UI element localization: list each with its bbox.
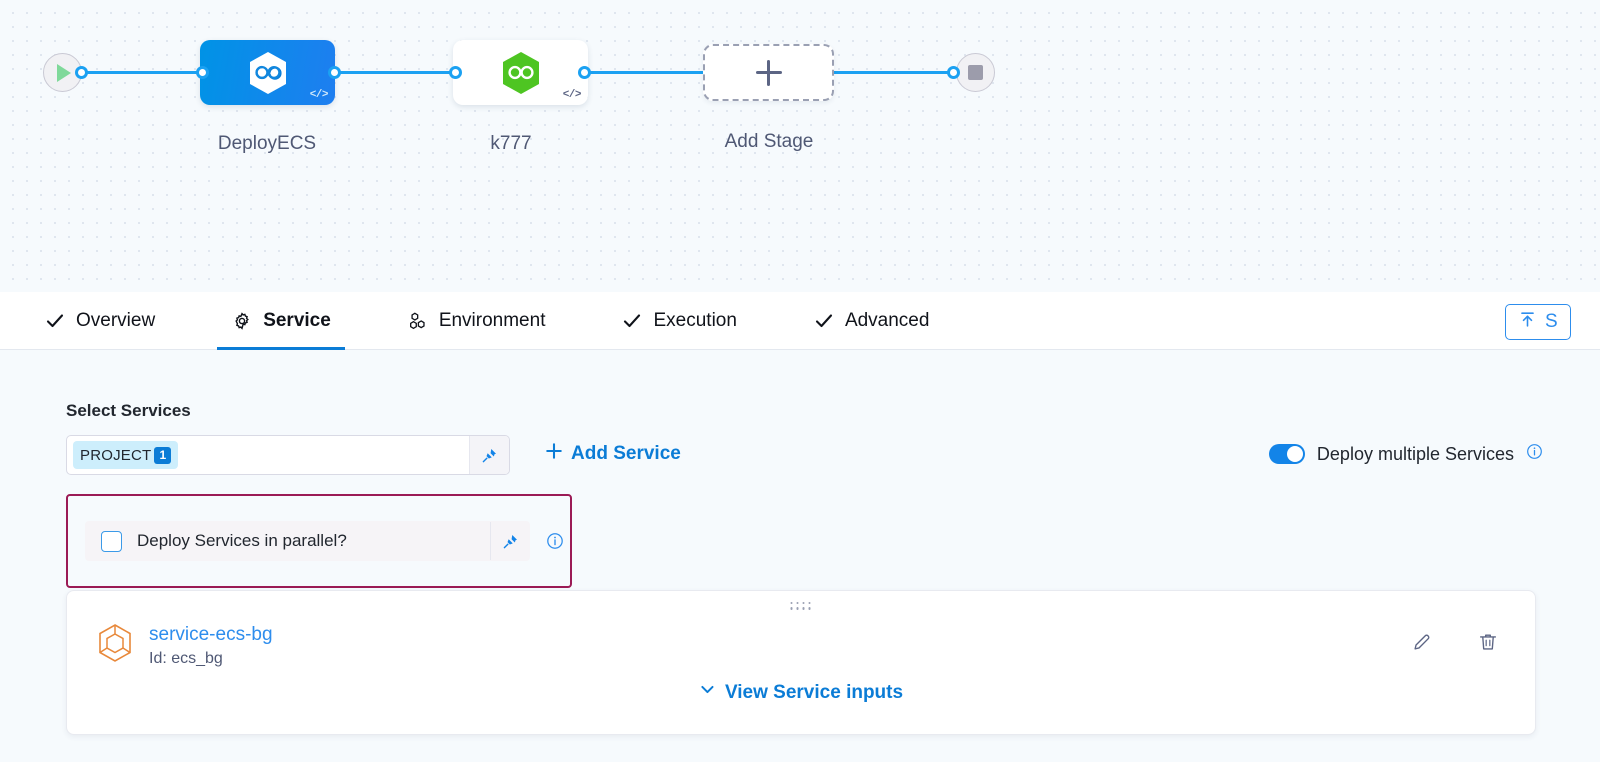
toggle-knob bbox=[1286, 446, 1303, 462]
stop-icon bbox=[968, 65, 983, 80]
service-chip-project[interactable]: PROJECT 1 bbox=[73, 441, 179, 469]
tab-environment[interactable]: Environment bbox=[393, 292, 560, 350]
stage-label-deployecs: DeployECS bbox=[217, 133, 317, 154]
deploy-parallel-highlight: Deploy Services in parallel? bbox=[66, 494, 572, 588]
port-deployecs-in[interactable] bbox=[196, 66, 209, 79]
tab-label-execution: Execution bbox=[653, 310, 737, 331]
view-service-inputs-button[interactable]: View Service inputs bbox=[699, 681, 903, 704]
gear-icon bbox=[231, 310, 253, 332]
chevron-down-icon bbox=[699, 681, 716, 704]
check-icon bbox=[44, 310, 66, 332]
upload-icon bbox=[1518, 310, 1537, 335]
service-card-actions bbox=[1411, 631, 1499, 658]
deploy-parallel-field[interactable]: Deploy Services in parallel? bbox=[85, 521, 530, 561]
info-icon[interactable] bbox=[1526, 443, 1543, 465]
add-service-label: Add Service bbox=[571, 443, 681, 464]
port-deployecs-out[interactable] bbox=[328, 66, 341, 79]
yaml-code-badge[interactable]: </> bbox=[562, 89, 582, 101]
info-icon[interactable] bbox=[546, 532, 564, 555]
play-icon bbox=[57, 63, 71, 82]
port-k777-out[interactable] bbox=[578, 66, 591, 79]
deploy-multiple-services-row: Deploy multiple Services bbox=[1268, 443, 1543, 465]
tab-service[interactable]: Service bbox=[217, 292, 345, 350]
select-services-label: Select Services bbox=[66, 401, 191, 420]
tab-advanced[interactable]: Advanced bbox=[799, 292, 944, 350]
harness-hexagon-icon bbox=[249, 51, 286, 94]
port-start-out[interactable] bbox=[75, 66, 88, 79]
tab-label-advanced: Advanced bbox=[844, 310, 930, 331]
tab-label-service: Service bbox=[263, 310, 331, 331]
service-card-info: service-ecs-bg Id: ecs_bg bbox=[97, 623, 273, 668]
save-button-label: S bbox=[1545, 311, 1558, 332]
pipeline-canvas[interactable]: </> DeployECS </> k777 Add bbox=[0, 0, 1600, 292]
view-service-inputs-label: View Service inputs bbox=[724, 681, 904, 703]
edge-deployecs-to-k777 bbox=[330, 71, 460, 74]
trash-icon[interactable] bbox=[1477, 631, 1499, 658]
yaml-code-badge[interactable]: </> bbox=[309, 89, 329, 101]
chip-count-badge: 1 bbox=[154, 446, 172, 464]
edge-addstage-to-end bbox=[830, 71, 965, 74]
hexagon-cluster-icon bbox=[407, 310, 429, 332]
pencil-icon[interactable] bbox=[1411, 631, 1433, 658]
tab-overview[interactable]: Overview bbox=[30, 292, 169, 350]
stage-node-k777[interactable]: </> bbox=[453, 40, 588, 105]
deploy-parallel-label: Deploy Services in parallel? bbox=[137, 531, 347, 550]
add-stage-label: Add Stage bbox=[724, 131, 814, 152]
plus-icon bbox=[545, 442, 563, 466]
port-k777-in[interactable] bbox=[449, 66, 462, 79]
edge-k777-to-addstage bbox=[580, 71, 710, 74]
drag-handle-icon[interactable] bbox=[790, 602, 812, 610]
check-icon bbox=[621, 310, 643, 332]
service-card[interactable]: service-ecs-bg Id: ecs_bg View Service i… bbox=[66, 590, 1536, 735]
deploy-multiple-services-label: Deploy multiple Services bbox=[1316, 443, 1514, 464]
tab-execution[interactable]: Execution bbox=[607, 292, 750, 350]
end-node[interactable] bbox=[956, 53, 995, 92]
service-card-id: Id: ecs_bg bbox=[149, 649, 223, 667]
harness-hexagon-green-icon bbox=[502, 51, 539, 94]
plus-icon-vertical bbox=[767, 59, 770, 86]
check-icon bbox=[813, 310, 835, 332]
stage-label-k777: k777 bbox=[490, 133, 532, 154]
save-button[interactable]: S bbox=[1505, 304, 1571, 340]
pin-icon[interactable] bbox=[490, 522, 530, 560]
service-tab-panel: Select Services PROJECT 1 Add bbox=[0, 350, 1600, 762]
tab-label-environment: Environment bbox=[438, 310, 546, 331]
select-services-input[interactable]: PROJECT 1 bbox=[66, 435, 510, 475]
chip-label: PROJECT bbox=[80, 446, 152, 464]
tab-label-overview: Overview bbox=[76, 310, 156, 331]
stage-tab-bar: Overview Service Environment bbox=[0, 292, 1600, 350]
stage-node-deployecs[interactable]: </> bbox=[200, 40, 335, 105]
edge-start-to-deployecs bbox=[80, 71, 208, 74]
pin-icon[interactable] bbox=[469, 436, 509, 474]
deploy-parallel-checkbox[interactable] bbox=[101, 530, 122, 552]
deploy-multiple-services-toggle[interactable] bbox=[1268, 444, 1305, 464]
add-service-button[interactable]: Add Service bbox=[545, 442, 681, 466]
add-stage-button[interactable] bbox=[703, 44, 834, 101]
service-hexagon-icon bbox=[97, 623, 133, 668]
port-end-in[interactable] bbox=[947, 66, 960, 79]
service-card-name[interactable]: service-ecs-bg bbox=[149, 624, 273, 645]
